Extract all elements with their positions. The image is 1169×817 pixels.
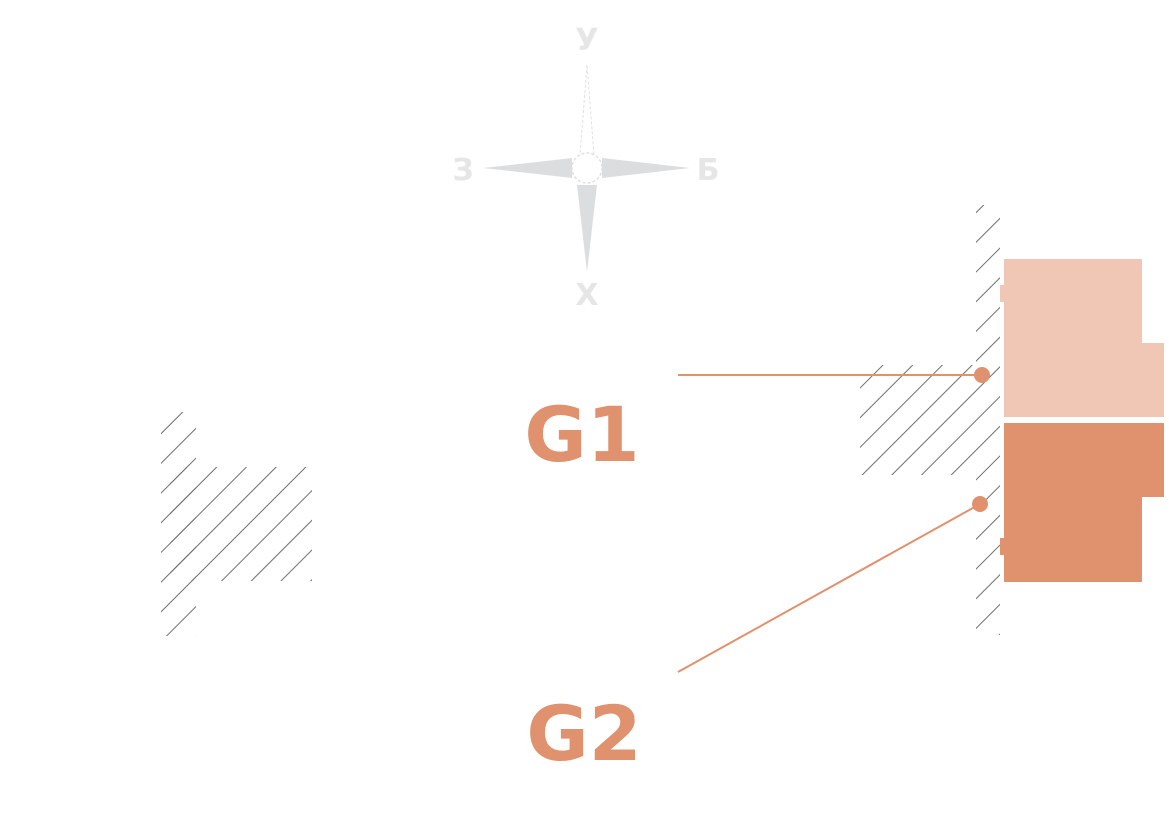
compass-west-label: З xyxy=(452,153,473,188)
compass-south-label: Х xyxy=(575,278,598,313)
callout-g1-dot xyxy=(974,367,990,383)
unit-g1 xyxy=(1000,259,1164,417)
compass-east-label: Б xyxy=(697,153,720,188)
callout-g2-dot xyxy=(972,496,988,512)
unit-g2 xyxy=(1000,423,1164,582)
label-g1: G1 xyxy=(524,390,639,479)
compass-center xyxy=(571,152,603,184)
right-wall xyxy=(860,205,1000,635)
label-g2: G2 xyxy=(526,689,641,778)
callout-g1: G1 xyxy=(524,367,990,479)
left-wall-block xyxy=(170,467,312,581)
right-wall-vertical xyxy=(976,205,1000,635)
compass-south-needle xyxy=(577,185,597,272)
compass-north-label: У xyxy=(575,23,598,58)
right-wall-block xyxy=(860,365,976,475)
compass-west-needle xyxy=(483,158,572,178)
compass-east-needle xyxy=(602,158,690,178)
compass-rose: У З Б Х xyxy=(452,23,719,313)
compass-north-needle xyxy=(579,64,595,156)
left-wall xyxy=(161,412,312,636)
callout-g2: G2 xyxy=(526,496,988,778)
